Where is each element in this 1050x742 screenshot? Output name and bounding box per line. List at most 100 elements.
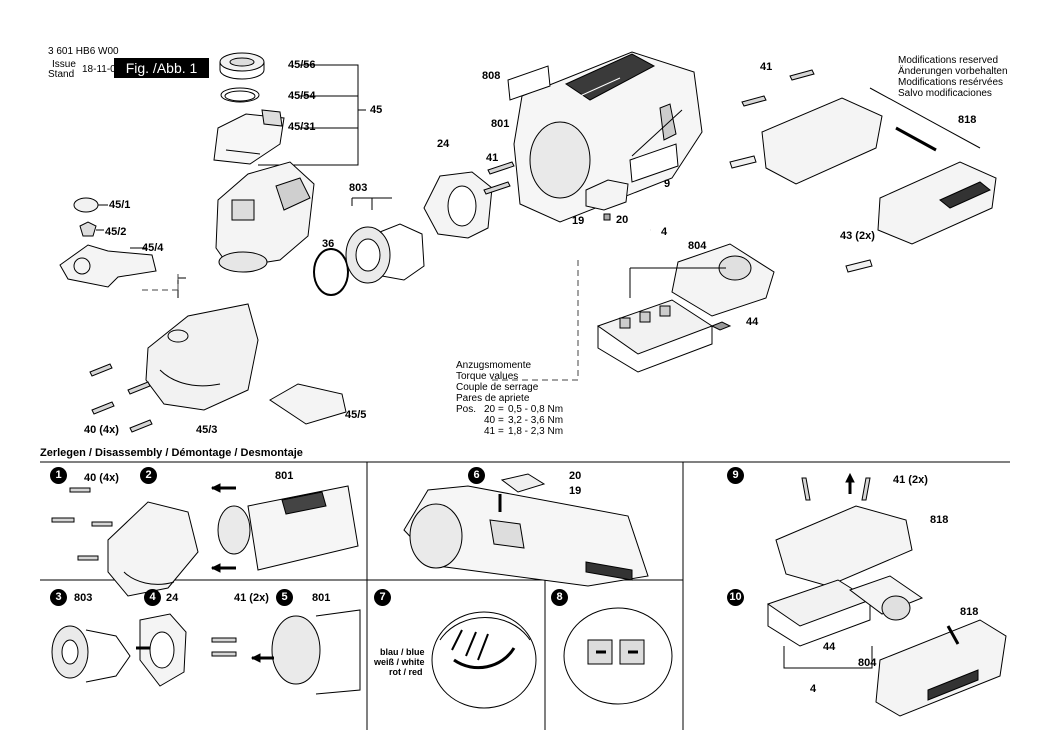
label-9: 9 — [664, 178, 671, 190]
figure-title: Fig. /Abb. 1 — [114, 58, 209, 78]
part-9-label — [629, 143, 679, 183]
part-45-54-ring — [220, 87, 260, 103]
modifications-line-3: Modifications resérvées — [898, 77, 1004, 88]
issue-date: 18-11-06 — [82, 64, 122, 75]
step-2-label-801: 801 — [275, 470, 294, 482]
part-43-pins — [845, 259, 873, 273]
step-9-label-818: 818 — [930, 514, 949, 526]
part-808-label — [507, 65, 551, 101]
label-41: 41 — [486, 152, 499, 164]
torque-row-3-pos: 41 — [484, 426, 496, 437]
step2-drawing — [210, 483, 359, 573]
label-19: 19 — [572, 215, 585, 227]
torque-row-1-pos: 20 — [484, 404, 496, 415]
step-5-label-801: 801 — [312, 592, 331, 604]
label-45-4: 45/4 — [142, 242, 164, 254]
label-45-5: 45/5 — [345, 409, 367, 421]
step-3-number: 3 — [50, 589, 67, 606]
torque-row-2-value: 3,2 - 3,6 Nm — [508, 415, 564, 426]
torque-row-3-eq: = — [498, 426, 504, 437]
part-45-2 — [79, 221, 97, 237]
part-45-4-lever — [59, 244, 157, 288]
part-45-5 — [269, 383, 347, 425]
torque-line-2: Torque values — [456, 371, 519, 382]
disassembly-title: Zerlegen / Disassembly / Démontage / Des… — [40, 447, 303, 459]
label-45-1: 45/1 — [109, 199, 131, 211]
label-803: 803 — [349, 182, 368, 194]
gear-head-housing — [215, 161, 315, 273]
part-45-1 — [73, 197, 99, 213]
label-40-4x: 40 (4x) — [84, 424, 119, 436]
torque-line-4: Pares de apriete — [456, 393, 530, 404]
label-44: 44 — [746, 316, 759, 328]
issue-label: Issue — [52, 59, 76, 70]
step-10-label-44: 44 — [823, 641, 836, 653]
label-43-2x: 43 (2x) — [840, 230, 875, 242]
step-6-label-19: 19 — [569, 485, 582, 497]
torque-row-3-value: 1,8 - 2,3 Nm — [508, 426, 564, 437]
step-10-number: 10 — [727, 589, 744, 606]
label-804: 804 — [688, 240, 707, 252]
step10-drawing — [766, 575, 1007, 717]
step5-drawing — [250, 609, 361, 695]
label-45-31: 45/31 — [288, 121, 316, 133]
wire-blue: blau / blue — [380, 647, 425, 657]
part-803-gear — [345, 197, 425, 284]
part-45-56-cap — [219, 52, 265, 80]
torque-line-1: Anzugsmomente — [456, 360, 532, 371]
step-4-number: 4 — [144, 589, 161, 606]
step-3-label-803: 803 — [74, 592, 93, 604]
part-818-cover — [761, 87, 997, 245]
step-9-number: 9 — [727, 467, 744, 484]
step-6-label-20: 20 — [569, 470, 582, 482]
torque-row-1-value: 0,5 - 0,8 Nm — [508, 404, 564, 415]
step8-drawing — [563, 607, 673, 705]
part-4-switch — [596, 299, 714, 373]
part-24-ring — [423, 171, 493, 239]
part-45-31-cover — [213, 109, 285, 165]
step-4-label-24: 24 — [166, 592, 179, 604]
step6-drawing — [403, 473, 649, 587]
part-804-electronics — [671, 243, 775, 317]
modifications-line-1: Modifications reserved — [898, 55, 999, 66]
step1-drawing — [51, 487, 199, 597]
label-801: 801 — [491, 118, 510, 130]
step-6-number: 6 — [468, 467, 485, 484]
label-818: 818 — [958, 114, 977, 126]
step-4-label-41-2x: 41 (2x) — [234, 592, 269, 604]
label-45-56: 45/56 — [288, 59, 316, 71]
wire-red: rot / red — [389, 667, 423, 677]
screws-41-top — [741, 69, 815, 107]
step-1-label-40-4x: 40 (4x) — [84, 472, 119, 484]
label-24: 24 — [437, 138, 450, 150]
part-44-spring — [710, 321, 732, 331]
label-45-2: 45/2 — [105, 226, 127, 238]
torque-row-2-eq: = — [498, 415, 504, 426]
label-45: 45 — [370, 104, 383, 116]
step-9-label-41-2x: 41 (2x) — [893, 474, 928, 486]
step3-drawing — [51, 625, 131, 683]
part-801-motor-housing — [513, 51, 703, 223]
step-10-label-4: 4 — [810, 683, 817, 695]
step-5-number: 5 — [276, 589, 293, 606]
torque-row-2-pos: 40 — [484, 415, 496, 426]
torque-pos-label: Pos. — [456, 404, 477, 415]
step-7-number: 7 — [374, 589, 391, 606]
label-36: 36 — [322, 238, 335, 250]
doc-number: 3 601 HB6 W00 — [48, 46, 119, 57]
label-808: 808 — [482, 70, 501, 82]
step-10-label-804: 804 — [858, 657, 877, 669]
part-36-oring — [313, 248, 349, 296]
label-45-3: 45/3 — [196, 424, 218, 436]
label-45-54: 45/54 — [288, 90, 316, 102]
label-41-top: 41 — [760, 61, 773, 73]
step-10-label-818: 818 — [960, 606, 979, 618]
step-2-number: 2 — [140, 467, 157, 484]
part-19 — [585, 179, 629, 211]
step-8-number: 8 — [551, 589, 568, 606]
modifications-line-4: Salvo modificaciones — [898, 88, 992, 99]
label-20: 20 — [616, 214, 629, 226]
step9-drawing — [775, 472, 913, 587]
step7-drawing — [431, 611, 537, 709]
